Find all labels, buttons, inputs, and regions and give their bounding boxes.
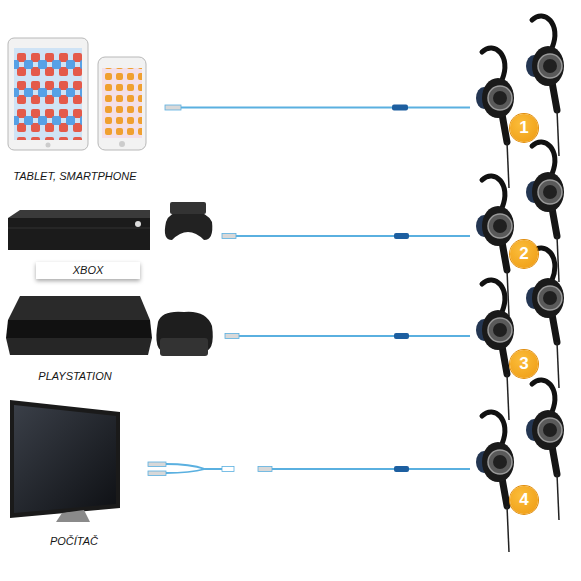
- callout-number: 3: [519, 354, 528, 374]
- callout-circle: 4: [510, 486, 538, 514]
- callout-circle: 2: [510, 240, 538, 268]
- callout-circle: 3: [510, 350, 538, 378]
- callout-number: 2: [519, 244, 528, 264]
- device-label: POČÍTAČ: [50, 535, 98, 547]
- callout-number: 4: [519, 490, 528, 510]
- device-label: PLAYSTATION: [38, 370, 111, 382]
- device-label: TABLET, SMARTPHONE: [13, 170, 136, 182]
- device-label: XBOX: [73, 264, 104, 276]
- callout-circle: 1: [510, 114, 538, 142]
- callout-number: 1: [519, 118, 528, 138]
